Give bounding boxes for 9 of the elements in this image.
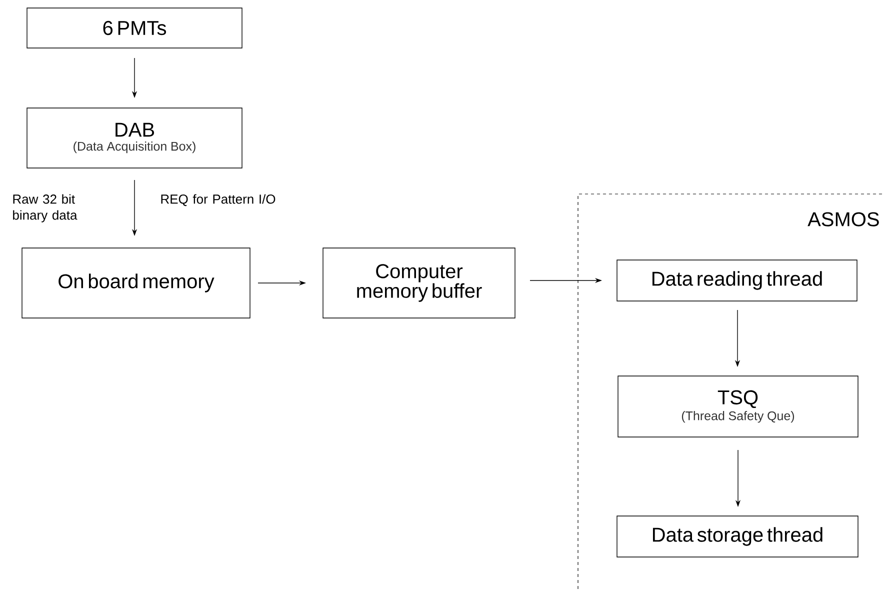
signal-label: REQ for Pattern I/O (161, 194, 276, 206)
process-box: Data storage thread (616, 516, 858, 558)
process-box: On board memory (22, 248, 250, 318)
process-box: TSQ (Thread Safety Que) (618, 376, 858, 438)
process-box: Computer memory buffer (322, 248, 516, 318)
process-box: DAB (Data Acquisition Box) (26, 108, 242, 168)
process-box: 6 PMTs (26, 8, 242, 48)
edge-label: Raw 32 bit binary data (13, 194, 78, 222)
process-box: Data reading thread (616, 260, 858, 302)
